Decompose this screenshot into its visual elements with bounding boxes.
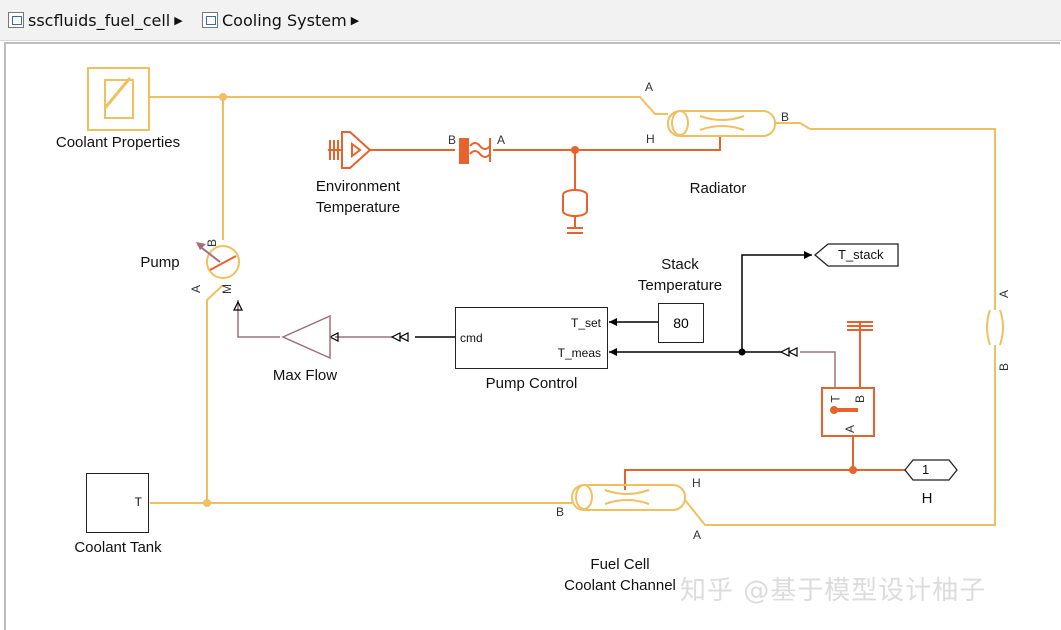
pump-control-block[interactable]: cmd T_set T_meas [455, 307, 608, 369]
channel-label-line2: Coolant Channel [564, 577, 676, 594]
environment-temperature-block [328, 131, 372, 169]
coolant-tank-label: Coolant Tank [74, 539, 162, 556]
conn-port-a: A [497, 133, 506, 147]
stack-temp-line1: Stack [661, 256, 699, 273]
model-canvas[interactable] [4, 42, 1060, 630]
thermal-line-channel-h [624, 469, 905, 490]
max-flow-block-hit[interactable] [283, 316, 331, 358]
fuel-cell-channel-label: Fuel Cell Coolant Channel [545, 554, 695, 596]
ps-line-sensor [800, 351, 836, 388]
breadcrumb-bar: sscfluids_fuel_cell ▶ Cooling System ▶ [0, 0, 1061, 41]
goto-tstack-label: T_stack [838, 247, 884, 262]
pump-port-m: M [220, 284, 234, 294]
thermal-connector-block [459, 138, 491, 164]
channel-port-h: H [692, 476, 701, 490]
outport-h-shape [904, 459, 958, 481]
stack-temperature-constant[interactable]: 80 [658, 303, 704, 343]
thermal-line-conn-radiator [493, 137, 721, 151]
signal-line-tstack [741, 254, 812, 352]
breadcrumb-arrow-icon[interactable]: ▶ [350, 13, 360, 27]
subsystem-icon [202, 12, 218, 28]
fluid-line-props-radiator [150, 96, 668, 115]
stack-temperature-label: Stack Temperature [615, 254, 745, 296]
pump-label: Pump [140, 254, 180, 271]
thermal-mass-block [562, 189, 588, 234]
fluid-line-pump-a [206, 284, 224, 503]
environment-temperature-label: Environment Temperature [290, 176, 426, 218]
ps-converter-cmd [390, 332, 409, 342]
radiator-block [667, 110, 776, 137]
conn-port-b: B [448, 133, 457, 147]
pump-block [196, 242, 240, 279]
fuel-cell-channel-block [571, 484, 686, 511]
outport-h-label: H [921, 490, 933, 507]
model-icon [8, 12, 24, 28]
max-flow-label: Max Flow [272, 367, 338, 384]
ps-converter-tmeas [779, 347, 798, 357]
breadcrumb-subsystem[interactable]: Cooling System ▶ [202, 9, 359, 31]
pipe-right-port-a: A [997, 289, 1012, 299]
fuel-cell-channel-hit[interactable] [572, 484, 685, 511]
breadcrumb-model-label: sscfluids_fuel_cell [28, 10, 171, 30]
outport-h-block[interactable] [905, 460, 957, 481]
pump-port-a: A [189, 284, 204, 294]
env-temp-line2: Temperature [315, 199, 401, 216]
coolant-tank-port-t: T [134, 495, 142, 509]
pump-control-port-tmeas: T_meas [557, 346, 601, 360]
breadcrumb-subsystem-label: Cooling System [222, 10, 347, 30]
coolant-tank-block[interactable]: T [86, 473, 149, 533]
radiator-label: Radiator [689, 180, 747, 197]
breadcrumb-arrow-icon[interactable]: ▶ [174, 13, 183, 27]
ps-line-pump [237, 300, 280, 338]
outport-h-number: 1 [922, 462, 930, 477]
breadcrumb-model[interactable]: sscfluids_fuel_cell ▶ [8, 9, 183, 31]
radiator-block-hit[interactable] [668, 110, 775, 137]
pipe-right-port-b: B [997, 362, 1012, 372]
channel-port-b: B [556, 505, 565, 519]
pipe-right-block [986, 309, 1004, 346]
channel-port-a: A [693, 528, 702, 542]
env-temp-line1: Environment [315, 178, 401, 195]
watermark-text: 知乎 @基于模型设计柚子 [680, 576, 987, 606]
fluid-line-right-channel [684, 345, 996, 526]
temperature-sensor-block [821, 321, 875, 437]
stack-temp-line2: Temperature [637, 277, 723, 294]
coolant-properties-label: Coolant Properties [55, 134, 181, 151]
pump-control-label: Pump Control [485, 375, 578, 392]
temperature-sensor-hit[interactable] [822, 388, 874, 436]
radiator-port-h: H [646, 132, 655, 146]
pump-control-port-tset: T_set [570, 316, 601, 330]
radiator-port-a: A [645, 80, 654, 94]
channel-label-line1: Fuel Cell [590, 556, 650, 573]
radiator-port-b: B [781, 110, 790, 124]
goto-tstack-shape [813, 243, 899, 267]
pump-block-hit[interactable] [206, 245, 240, 279]
goto-tstack-block[interactable] [815, 244, 899, 267]
pump-control-port-cmd: cmd [460, 331, 483, 345]
max-flow-block [281, 314, 331, 360]
fluid-line-radiator-right [775, 122, 996, 310]
coolant-properties-block [87, 67, 150, 131]
